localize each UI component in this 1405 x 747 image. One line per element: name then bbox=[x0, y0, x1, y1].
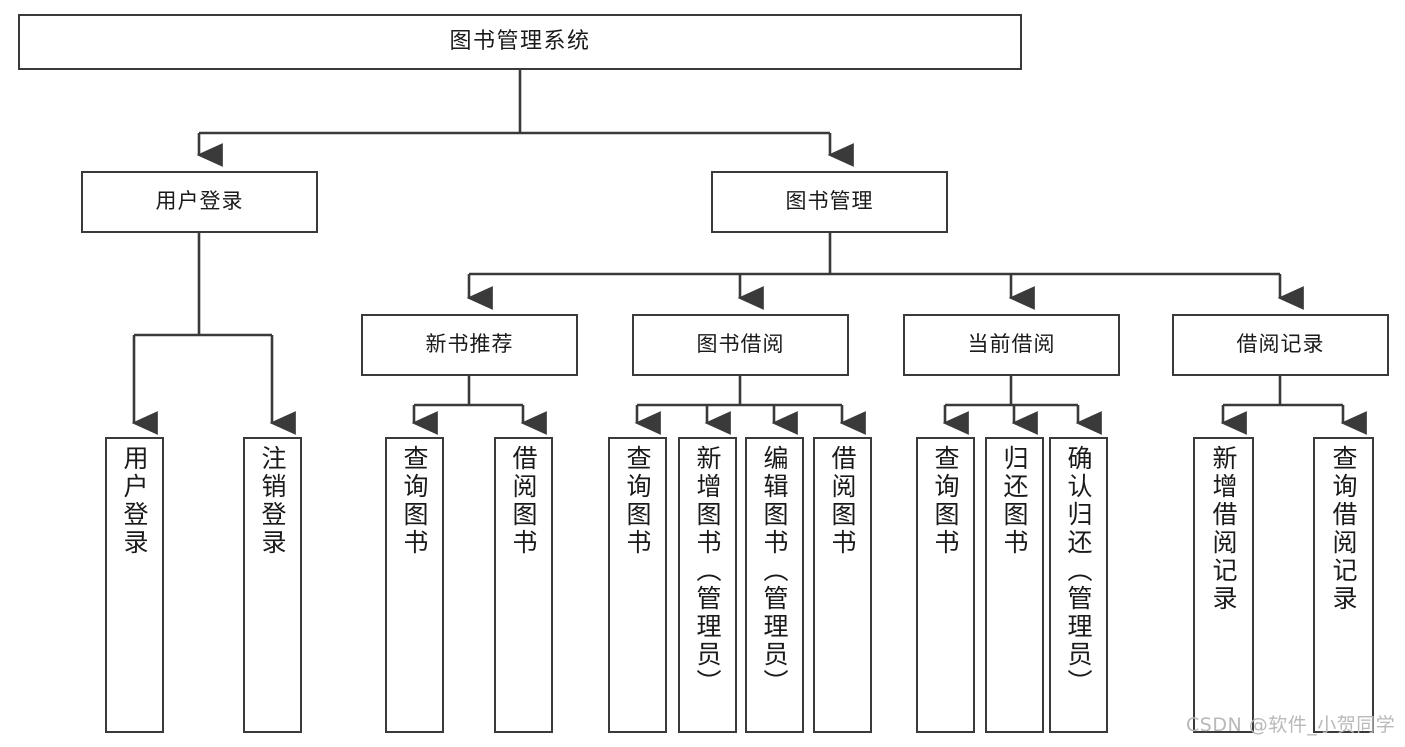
node-label: 借阅记录 bbox=[1236, 332, 1325, 357]
node-label: 查询借阅记录 bbox=[1329, 445, 1358, 613]
watermark: CSDN @软件_小贺同学 bbox=[1186, 714, 1396, 736]
leaf-borrow-book-recommend[interactable]: 借阅图书 bbox=[494, 437, 553, 733]
leaf-query-borrow-record[interactable]: 查询借阅记录 bbox=[1313, 437, 1374, 733]
node-label: 用户登录 bbox=[155, 189, 244, 214]
node-book-management[interactable]: 图书管理 bbox=[711, 171, 948, 233]
node-label: 查询图书 bbox=[623, 445, 652, 557]
node-label: 图书借阅 bbox=[696, 332, 785, 357]
node-book-borrow[interactable]: 图书借阅 bbox=[632, 314, 849, 376]
leaf-query-book-borrow[interactable]: 查询图书 bbox=[608, 437, 667, 733]
leaf-query-book-current[interactable]: 查询图书 bbox=[916, 437, 975, 733]
node-label: 图书管理系统 bbox=[449, 28, 591, 54]
leaf-edit-book-admin[interactable]: 编辑图书（管理员） bbox=[745, 437, 804, 733]
node-root-system[interactable]: 图书管理系统 bbox=[18, 14, 1022, 70]
leaf-add-book-admin[interactable]: 新增图书（管理员） bbox=[678, 437, 737, 733]
node-current-borrow[interactable]: 当前借阅 bbox=[903, 314, 1120, 376]
node-label: 借阅图书 bbox=[828, 445, 857, 557]
leaf-confirm-return-admin[interactable]: 确认归还（管理员） bbox=[1049, 437, 1108, 733]
node-label: 新书推荐 bbox=[425, 332, 514, 357]
node-label: 当前借阅 bbox=[967, 332, 1056, 357]
node-user-login[interactable]: 用户登录 bbox=[81, 171, 318, 233]
leaf-logout[interactable]: 注销登录 bbox=[243, 437, 302, 733]
node-label: 编辑图书（管理员） bbox=[760, 445, 789, 697]
node-borrow-record[interactable]: 借阅记录 bbox=[1172, 314, 1389, 376]
leaf-user-login[interactable]: 用户登录 bbox=[105, 437, 164, 733]
node-label: 借阅图书 bbox=[509, 445, 538, 557]
node-label: 归还图书 bbox=[1000, 445, 1029, 557]
node-label: 查询图书 bbox=[931, 445, 960, 557]
node-label: 确认归还（管理员） bbox=[1064, 445, 1093, 697]
node-label: 查询图书 bbox=[400, 445, 429, 557]
node-label: 新增图书（管理员） bbox=[693, 445, 722, 697]
node-label: 图书管理 bbox=[785, 189, 874, 214]
leaf-return-book[interactable]: 归还图书 bbox=[985, 437, 1044, 733]
leaf-borrow-book[interactable]: 借阅图书 bbox=[813, 437, 872, 733]
node-new-book-recommend[interactable]: 新书推荐 bbox=[361, 314, 578, 376]
node-label: 新增借阅记录 bbox=[1209, 445, 1238, 613]
leaf-add-borrow-record[interactable]: 新增借阅记录 bbox=[1193, 437, 1254, 733]
node-label: 用户登录 bbox=[120, 445, 149, 557]
node-label: 注销登录 bbox=[258, 445, 287, 557]
leaf-query-book-recommend[interactable]: 查询图书 bbox=[385, 437, 444, 733]
